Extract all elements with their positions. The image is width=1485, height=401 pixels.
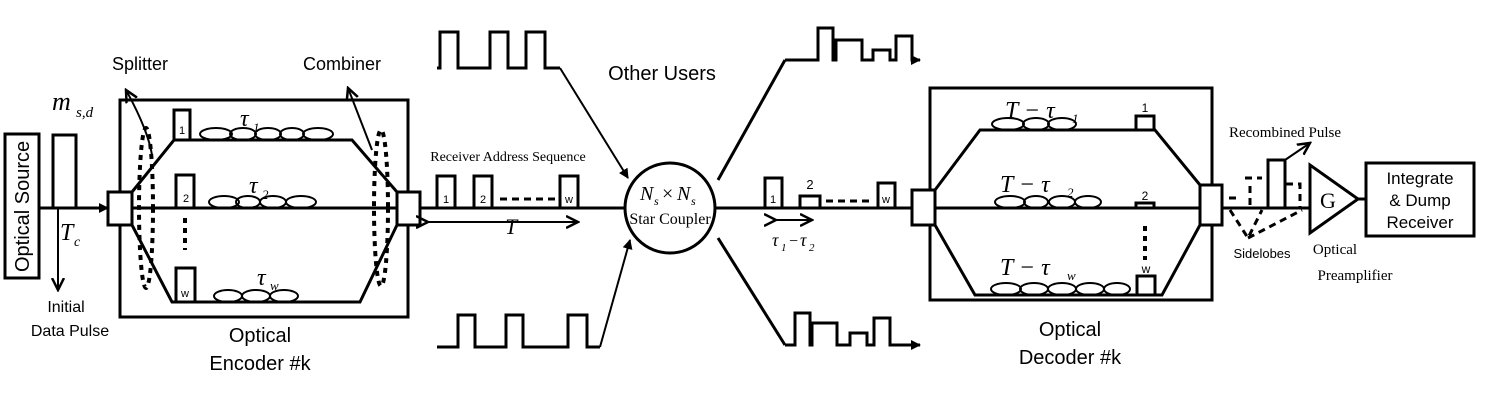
recombined-pulse bbox=[1266, 158, 1287, 210]
delay-label: τ bbox=[240, 106, 250, 132]
combiner-box bbox=[395, 190, 422, 227]
optical-source: Optical Source bbox=[3, 132, 41, 280]
pulse-tag: 2 bbox=[806, 177, 813, 192]
initial-label: Initial bbox=[47, 299, 84, 316]
delay-sub: 2 bbox=[262, 187, 269, 202]
delay-label: τ bbox=[249, 173, 259, 199]
delay-label: T − τ bbox=[1000, 255, 1051, 281]
period-label: T bbox=[505, 214, 519, 239]
delay-diff-sub: 2 bbox=[809, 242, 815, 254]
pulse-tag: 1 bbox=[1142, 101, 1149, 115]
integrate-dump-receiver bbox=[1364, 161, 1476, 238]
initial-data-pulse: m s,d T c Initial Data Pulse bbox=[31, 87, 109, 340]
other-users-label: Other Users bbox=[608, 63, 716, 85]
amp-symbol: G bbox=[1320, 188, 1336, 213]
splitter-box bbox=[106, 190, 134, 227]
pulse-tag: 2 bbox=[183, 193, 189, 205]
address-label: Receiver Address Sequence bbox=[430, 150, 586, 165]
splitter-label: Splitter bbox=[112, 54, 168, 74]
coupler-n: N bbox=[676, 183, 692, 205]
coupler-n: N bbox=[639, 183, 655, 205]
receiver-label: Integrate bbox=[1386, 169, 1453, 188]
decoder-title-2: Decoder #k bbox=[1019, 347, 1122, 369]
receiver-chain: Recombined Pulse Sidelobes G Optical Pre… bbox=[1222, 125, 1476, 284]
pulse-tag: w bbox=[881, 194, 890, 206]
encoder-title: Optical bbox=[229, 325, 291, 347]
optical-preamplifier bbox=[1308, 162, 1361, 236]
amp-label: Optical bbox=[1313, 242, 1357, 258]
chip-sub: c bbox=[74, 235, 81, 250]
coupler-sub: s bbox=[654, 194, 659, 208]
delay-line-coils bbox=[990, 117, 1131, 296]
coupler-sub: s bbox=[691, 194, 696, 208]
combiner-label: Combiner bbox=[303, 54, 381, 74]
chip-label: T bbox=[60, 220, 75, 246]
coupler-outputs: 1 2 w τ 1 − τ 2 bbox=[715, 26, 921, 350]
receiver-label-3: Receiver bbox=[1386, 213, 1453, 232]
pulse-tag: w bbox=[180, 288, 189, 300]
optical-source-label: Optical Source bbox=[12, 141, 34, 272]
decoder-title: Optical bbox=[1039, 319, 1101, 341]
delay-diff: τ bbox=[772, 230, 779, 250]
receiver-label-2: & Dump bbox=[1389, 191, 1450, 210]
pulse-tag: 2 bbox=[480, 194, 486, 206]
sidelobes-label: Sidelobes bbox=[1233, 246, 1291, 261]
coupler-times: × bbox=[662, 183, 673, 205]
delay-sub: 1 bbox=[1072, 111, 1079, 126]
other-users-signals: Other Users bbox=[437, 30, 716, 349]
delay-diff-sub: 1 bbox=[781, 242, 787, 254]
pulse-tag: 2 bbox=[1142, 189, 1149, 203]
delay-line-coils bbox=[199, 127, 334, 303]
encoder-title-2: Encoder #k bbox=[209, 353, 311, 375]
address-sequence: 1 2 w Receiver Address Sequence T bbox=[420, 150, 625, 239]
data-pulse-label: Data Pulse bbox=[31, 323, 109, 340]
pulse-sub: s,d bbox=[76, 105, 94, 121]
delay-sub: w bbox=[1067, 268, 1076, 283]
star-coupler: N s × N s Star Coupler bbox=[623, 161, 717, 255]
pulse-tag: 1 bbox=[443, 194, 449, 206]
delay-label: T − τ bbox=[1005, 98, 1056, 124]
delay-diff: τ bbox=[800, 230, 807, 250]
pulse-tag: 1 bbox=[179, 125, 185, 137]
delay-sub: 1 bbox=[253, 120, 260, 135]
delay-sub: 2 bbox=[1067, 185, 1074, 200]
coupler-name: Star Coupler bbox=[629, 211, 711, 228]
recombined-label: Recombined Pulse bbox=[1229, 125, 1341, 141]
pulse-label: m bbox=[52, 87, 71, 116]
delay-label: T − τ bbox=[1000, 172, 1051, 198]
optical-decoder: T − τ 1 T − τ 2 T − τ w 1 2 w Optical De… bbox=[910, 86, 1224, 369]
delay-sub: w bbox=[270, 278, 279, 293]
pulse-tag: 1 bbox=[770, 194, 776, 206]
pulse-tag: w bbox=[564, 194, 573, 206]
delay-label: τ bbox=[257, 265, 267, 291]
delay-diff-minus: − bbox=[789, 233, 798, 250]
pulse-tag: w bbox=[1141, 262, 1151, 276]
amp-label-2: Preamplifier bbox=[1318, 268, 1393, 284]
optical-encoder: 1 2 w τ 1 τ 2 τ w Splitter Combiner Opti… bbox=[106, 54, 422, 375]
